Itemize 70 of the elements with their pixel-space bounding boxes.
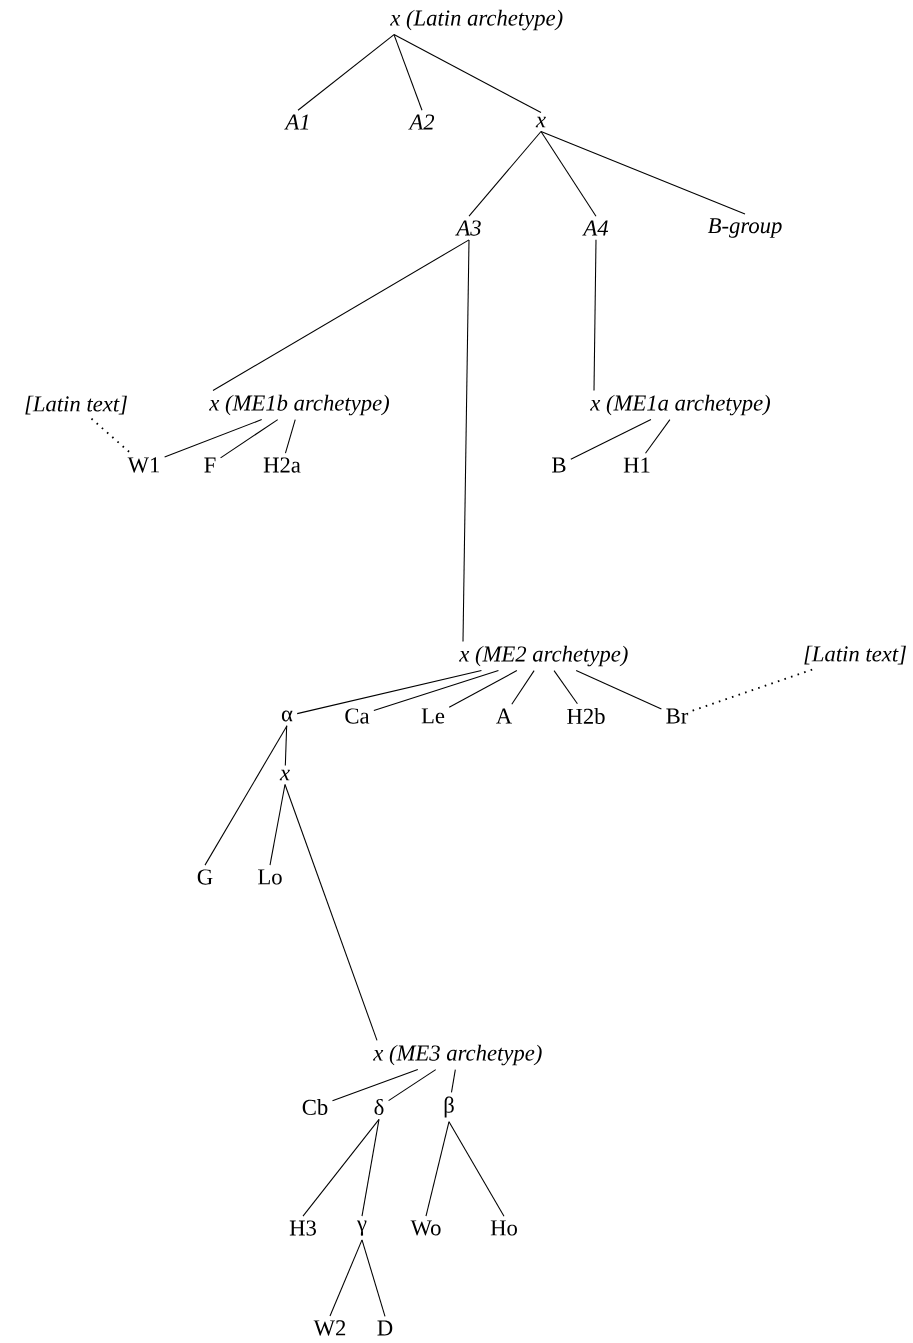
dotted-line — [90, 417, 132, 455]
siglum-label: Lo — [258, 869, 282, 885]
siglum-label: W2 — [313, 1320, 346, 1336]
siglum-label: A2 — [408, 114, 435, 130]
siglum-label: A3 — [455, 220, 481, 236]
stemma-line — [212, 239, 470, 391]
stemma-line — [361, 1118, 380, 1217]
archetype-label: x (Latin archetype) — [390, 9, 563, 31]
stemma-line — [462, 239, 470, 642]
siglum-label: H2b — [567, 708, 605, 724]
siglum-label: Ca — [345, 708, 370, 724]
siglum-label: x — [535, 116, 546, 128]
siglum-label: W1 — [127, 457, 159, 473]
stemma-line — [269, 783, 286, 866]
archetype-label: x (ME3 archetype) — [373, 1044, 542, 1066]
siglum-label: [Latin text] — [804, 645, 906, 665]
siglum-label: Le — [421, 708, 445, 724]
siglum-label: γ — [356, 1220, 367, 1236]
stemma-line — [284, 419, 296, 454]
siglum-label: Ho — [490, 1220, 517, 1236]
siglum-label: Cb — [302, 1099, 328, 1115]
stemma-line — [468, 130, 542, 217]
siglum-label: B-group — [707, 218, 782, 238]
siglum-label: D — [377, 1320, 393, 1336]
siglum-label: A4 — [582, 220, 609, 236]
siglum-label: Br — [666, 708, 689, 724]
siglum-label: H2a — [263, 457, 301, 473]
siglum-label: A1 — [284, 114, 309, 130]
archetype-label: x (ME1b archetype) — [209, 394, 389, 416]
stemma-line — [361, 1239, 386, 1317]
stemma-line — [553, 670, 578, 705]
siglum-label: H3 — [289, 1220, 316, 1236]
stemma-line — [331, 1069, 419, 1102]
stemma-line — [540, 130, 746, 215]
stemma-line — [284, 725, 288, 767]
stemma-line — [296, 670, 482, 715]
stemma-line — [393, 34, 423, 111]
stemma-line — [373, 670, 499, 712]
siglum-label: β — [444, 1096, 454, 1118]
stemma-line — [575, 670, 662, 710]
siglum-label: [Latin text] — [25, 395, 127, 415]
stemma-line — [329, 1239, 363, 1317]
stemma-line — [388, 1069, 437, 1102]
stemma-line — [393, 34, 542, 114]
stemma-line — [570, 419, 652, 460]
stemma-line — [644, 419, 671, 454]
archetype-label: x (ME2 archetype) — [459, 645, 628, 667]
stemma-line — [297, 34, 395, 111]
stemma-line — [425, 1121, 450, 1217]
stemma-line — [448, 1121, 505, 1217]
stemma-line — [593, 239, 597, 391]
siglum-label: Wo — [410, 1220, 441, 1236]
siglum-label: G — [197, 869, 213, 885]
siglum-label: x — [279, 769, 290, 781]
stemma-line — [302, 1118, 380, 1217]
siglum-label: A — [496, 708, 512, 724]
archetype-label: x (ME1a archetype) — [590, 394, 770, 416]
stemma-line — [284, 783, 378, 1041]
stemma-line — [540, 130, 597, 217]
siglum-label: B — [552, 457, 566, 473]
stemma-line — [448, 670, 518, 708]
stemma-line — [204, 725, 288, 866]
stemma-line — [450, 1069, 456, 1093]
stemma-line — [511, 670, 535, 705]
siglum-label: F — [204, 457, 216, 473]
siglum-label: α — [281, 710, 293, 722]
siglum-label: δ — [374, 1099, 384, 1116]
stemma-line — [220, 419, 279, 459]
stemma-line — [164, 419, 263, 458]
siglum-label: H1 — [623, 457, 650, 473]
